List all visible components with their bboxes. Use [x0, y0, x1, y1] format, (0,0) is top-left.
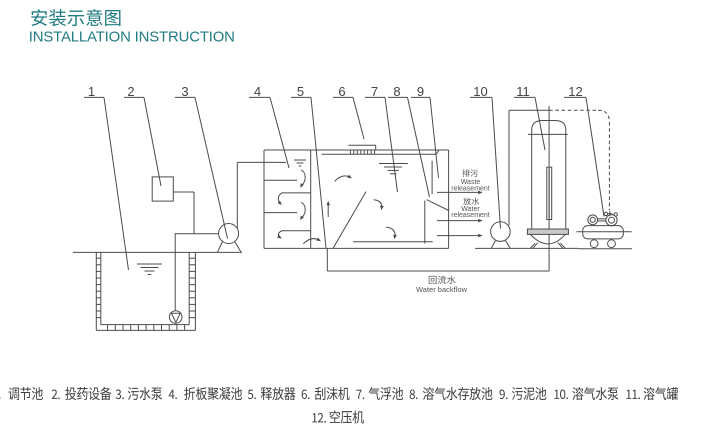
svg-text:7: 7: [371, 84, 378, 99]
svg-text:11: 11: [516, 84, 530, 99]
svg-text:6: 6: [338, 84, 345, 99]
svg-text:10: 10: [473, 84, 487, 99]
svg-text:12: 12: [568, 84, 582, 99]
svg-text:Water: Water: [461, 206, 480, 213]
svg-text:8: 8: [393, 84, 400, 99]
svg-text:releasement: releasement: [451, 212, 490, 219]
svg-text:INSTALLATION INSTRUCTION: INSTALLATION INSTRUCTION: [29, 30, 235, 46]
svg-text:4: 4: [254, 84, 261, 99]
svg-text:3: 3: [181, 84, 188, 99]
svg-text:releasement: releasement: [451, 186, 490, 193]
svg-text:2: 2: [127, 84, 134, 99]
svg-text:Waste: Waste: [461, 179, 481, 186]
svg-text:Water backflow: Water backflow: [416, 285, 468, 294]
svg-text:9: 9: [417, 84, 424, 99]
svg-text:5: 5: [297, 84, 304, 99]
svg-text:1: 1: [88, 84, 95, 99]
